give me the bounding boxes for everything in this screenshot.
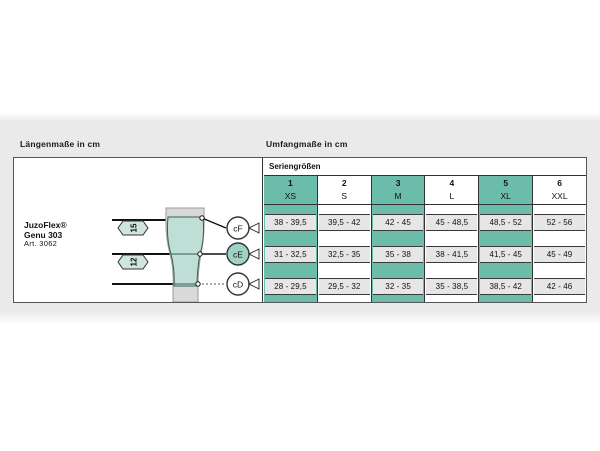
value-cell-cf-xl: 48,5 - 52 [480,214,532,231]
length-marker-lower: 12 [117,254,149,270]
size-number: 1 [288,178,293,188]
circumference-caption: Umfangmaße in cm [266,139,348,149]
size-values: 45 - 48,5 38 - 41,5 35 - 38,5 [425,205,478,302]
value-cell-cd-xl: 38,5 - 42 [480,278,532,295]
value-cell-cf-l: 45 - 48,5 [426,214,478,231]
value-cell-cd-l: 35 - 38,5 [426,278,478,295]
size-chart-table: JuzoFlex® Genu 303 Art. 3062 15 [13,157,587,303]
series-sizes-header: Seriengrößen [264,158,586,176]
length-marker-upper-label: 15 [130,223,139,232]
value-cell-cf-xxl: 52 - 56 [534,214,585,231]
series-sizes-label: Seriengrößen [269,162,321,171]
value-cell-cf-s: 39,5 - 42 [318,214,370,231]
length-marker-upper: 15 [117,220,149,236]
value-cell-cf-xs: 38 - 39,5 [265,214,316,231]
measure-leader-dots [195,215,205,287]
knee-brace-illustration: 15 12 [112,207,260,302]
size-number: 6 [557,178,562,188]
measure-leader-lines [198,217,227,285]
size-values: 39,5 - 42 32,5 - 35 29,5 - 32 [318,205,371,302]
length-marker-lower-label: 12 [130,257,139,266]
background-band-fade-bottom [0,312,600,324]
size-code: XL [500,191,511,201]
product-article: Art. 3062 [24,239,58,249]
measure-point-cf: cF [226,216,260,240]
value-cell-ce-m: 35 - 38 [372,246,424,263]
size-code: L [449,191,455,201]
size-values: 42 - 45 35 - 38 32 - 35 [372,205,425,302]
value-cell-ce-xl: 41,5 - 45 [480,246,532,263]
measure-point-cd: cD [226,272,260,296]
size-code: XS [284,191,297,201]
value-cell-cd-s: 29,5 - 32 [318,278,370,295]
value-cell-ce-l: 38 - 41,5 [426,246,478,263]
size-number: 4 [449,178,455,188]
size-number: 5 [503,178,509,188]
size-values: 52 - 56 45 - 49 42 - 46 [533,205,586,302]
product-label: JuzoFlex® Genu 303 Art. 3062 [24,220,67,249]
size-code: XXL [551,191,568,201]
value-cell-ce-xxl: 45 - 49 [534,246,585,263]
measure-point-ce: cE [226,242,260,266]
measure-point-cd-label: cD [233,280,243,290]
lengths-panel: JuzoFlex® Genu 303 Art. 3062 15 [14,158,263,302]
value-cell-cd-xs: 28 - 29,5 [265,278,316,295]
size-code: M [394,191,402,201]
value-cell-ce-s: 32,5 - 35 [318,246,370,263]
product-model: Genu 303 [24,230,63,241]
lengths-caption: Längenmaße in cm [20,139,101,149]
value-cell-cd-xxl: 42 - 46 [534,278,585,295]
value-cell-cf-m: 42 - 45 [372,214,424,231]
size-number: 3 [395,178,401,188]
value-cell-ce-xs: 31 - 32,5 [265,246,316,263]
product-brand: JuzoFlex® [24,220,67,230]
background-band-fade-top [0,112,600,122]
size-values: 48,5 - 52 41,5 - 45 38,5 - 42 [479,205,532,302]
measure-point-cf-label: cF [233,224,242,234]
size-code: S [341,191,348,201]
value-cell-cd-m: 32 - 35 [372,278,424,295]
measure-point-ce-label: cE [233,250,243,260]
size-number: 2 [341,178,347,188]
size-values: 38 - 39,5 31 - 32,5 28 - 29,5 [264,205,317,302]
